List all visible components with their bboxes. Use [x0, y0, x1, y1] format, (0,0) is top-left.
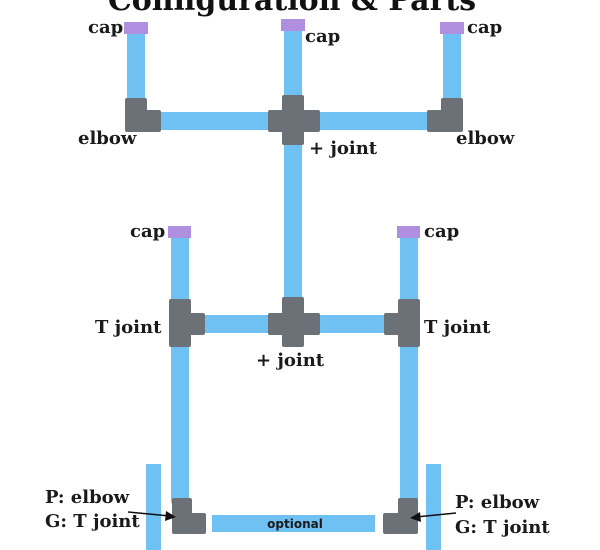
label-t-joint-left: T joint	[95, 317, 162, 338]
pipe-top-right-vertical	[443, 33, 461, 105]
pipe-top-left-vertical	[127, 32, 145, 104]
pipe-mid-horizontal-right	[318, 315, 386, 333]
arrow-left-line	[127, 511, 171, 517]
label-cap-top-mid: cap	[305, 26, 340, 47]
label-bottom-right-line1: P: elbow	[455, 492, 540, 513]
arrows	[127, 511, 457, 522]
label-elbow-left: elbow	[78, 128, 137, 149]
pipe-bottom-right-side	[426, 464, 441, 550]
elbow-top-left	[125, 98, 161, 132]
arrow-right-head	[410, 512, 421, 522]
t-joint-right	[384, 299, 420, 347]
label-t-joint-right: T joint	[424, 317, 491, 338]
t-joint-left	[169, 299, 205, 347]
cap-mid-right	[397, 226, 420, 238]
fittings	[125, 95, 463, 534]
label-cap-mid-right: cap	[424, 221, 459, 242]
label-cap-top-right: cap	[467, 17, 502, 38]
pipe-top-horizontal-left	[158, 112, 270, 130]
label-bottom-right-line2: G: T joint	[455, 517, 550, 538]
arrow-right-line	[415, 512, 457, 518]
pipe-bottom-optional	[212, 515, 375, 532]
pipe-mid-horizontal-left	[203, 315, 271, 333]
pipe-left-long-vertical	[171, 345, 189, 503]
cap-mid-left	[168, 226, 191, 238]
diagram-title: Configuration & Parts	[108, 0, 476, 18]
pipe-mid-right-upper	[400, 236, 418, 304]
label-cap-top-left: cap	[88, 17, 123, 38]
elbow-bottom-right	[383, 498, 418, 534]
cap-top-right	[440, 22, 464, 34]
plus-joint-top	[268, 95, 320, 145]
arrow-left-head	[165, 511, 176, 521]
pipe-top-mid-vertical	[284, 30, 302, 100]
cap-top-left	[124, 22, 148, 34]
pipe-center-vertical	[284, 140, 302, 300]
label-cap-mid-left: cap	[130, 221, 165, 242]
elbow-top-right	[427, 98, 463, 132]
cap-top-mid	[281, 19, 305, 31]
pipe-mid-left-upper	[171, 236, 189, 304]
elbow-bottom-left	[172, 498, 206, 534]
pipes	[127, 30, 461, 550]
pipe-top-horizontal-right	[318, 112, 430, 130]
pipe-bottom-left-side	[146, 464, 161, 550]
label-optional: optional	[267, 517, 323, 531]
caps	[124, 19, 464, 238]
label-plus-joint-top: + joint	[309, 138, 378, 159]
label-bottom-left-line2: G: T joint	[45, 511, 140, 532]
label-plus-joint-mid: + joint	[256, 350, 325, 371]
plus-joint-mid	[268, 297, 320, 347]
pipe-right-long-vertical	[400, 345, 418, 503]
label-elbow-right: elbow	[456, 128, 515, 149]
label-bottom-left-line1: P: elbow	[45, 487, 130, 508]
